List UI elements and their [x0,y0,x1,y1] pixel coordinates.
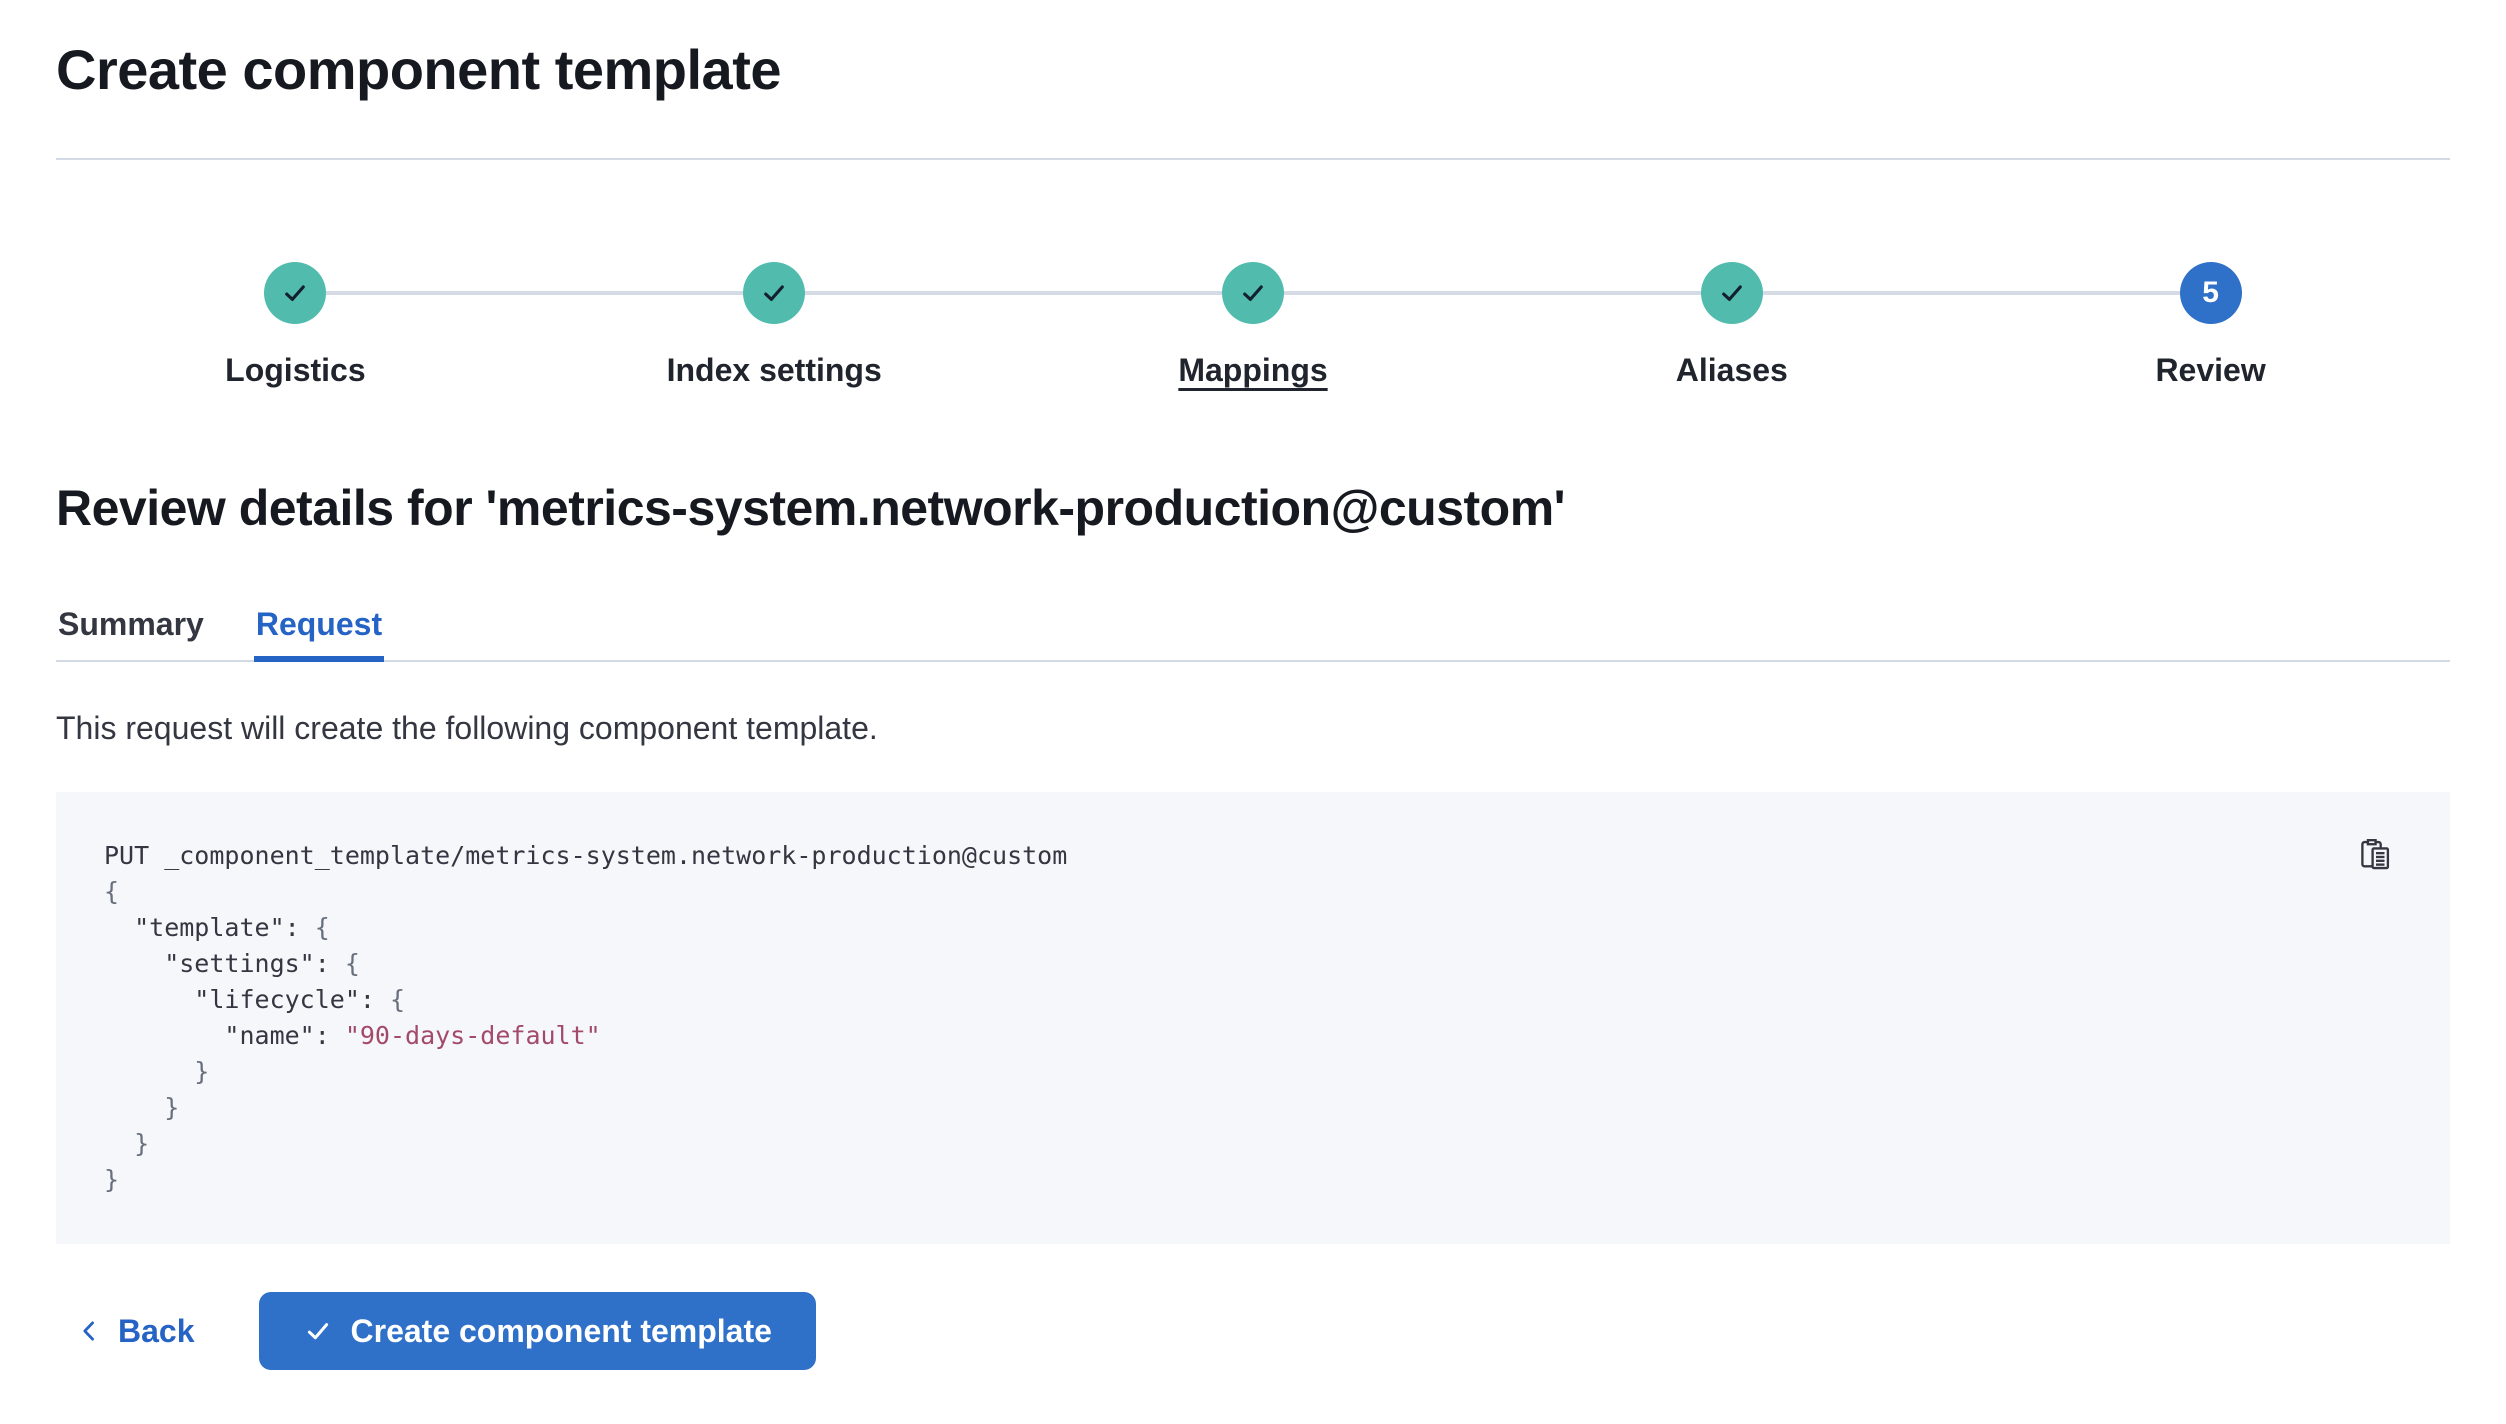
request-description: This request will create the following c… [56,710,878,746]
step-label: Review [2155,352,2266,388]
step-mappings[interactable]: Mappings [1013,262,1493,390]
code-line: "lifecycle": { [104,985,406,1014]
step-index-settings[interactable]: Index settings [534,262,1014,390]
code-line: PUT _component_template/metrics-system.n… [104,841,1068,870]
step-complete-circle [743,262,806,324]
create-button-label: Create component template [350,1312,772,1349]
step-label: Index settings [666,352,882,388]
step-complete-circle [1221,262,1284,324]
page-content: Create component template Logistics Inde… [56,36,2450,1370]
review-heading: Review details for 'metrics-system.netwo… [56,480,1566,536]
code-line: } [104,1129,150,1158]
page-title: Create component template [56,38,782,101]
code-line: } [104,1093,180,1122]
check-icon [1721,285,1742,301]
step-number: 5 [2202,276,2219,309]
back-button[interactable]: Back [68,1292,203,1370]
code-line: { [104,877,120,906]
check-icon [764,285,785,301]
code-line: "template": { [104,913,330,942]
step-label: Logistics [225,352,366,388]
footer-actions: Back Create component template [56,1292,2450,1370]
create-component-template-button[interactable]: Create component template [258,1292,816,1370]
back-button-label: Back [118,1312,195,1349]
check-icon [307,1323,328,1340]
title-divider [56,158,2450,160]
request-code-block: PUT _component_template/metrics-system.n… [56,792,2450,1244]
code-line: "settings": { [104,949,360,978]
step-complete-circle [264,262,327,324]
code-line: } [104,1165,120,1194]
step-label: Aliases [1675,352,1788,388]
step-review-current[interactable]: 5 Review [1971,262,2450,390]
code-line: "name": "90-days-default" [104,1021,601,1050]
step-aliases[interactable]: Aliases [1492,262,1971,390]
copy-button[interactable] [2354,832,2398,876]
step-label: Mappings [1178,352,1328,388]
check-icon [1243,285,1263,301]
tab-request[interactable]: Request [253,604,385,662]
check-icon [285,285,306,301]
code-line: } [104,1057,210,1086]
copy-clipboard-icon [2361,839,2390,870]
tab-bar: Summary Request [56,604,2450,662]
step-complete-circle [1700,262,1763,324]
step-current-circle: 5 [2179,262,2242,324]
step-indicator: Logistics Index settings Mappings [56,262,2450,390]
tab-summary[interactable]: Summary [58,606,204,642]
step-logistics[interactable]: Logistics [56,262,535,390]
code-lines: PUT _component_template/metrics-system.n… [104,838,2402,1198]
chevron-left-icon [83,1321,94,1341]
